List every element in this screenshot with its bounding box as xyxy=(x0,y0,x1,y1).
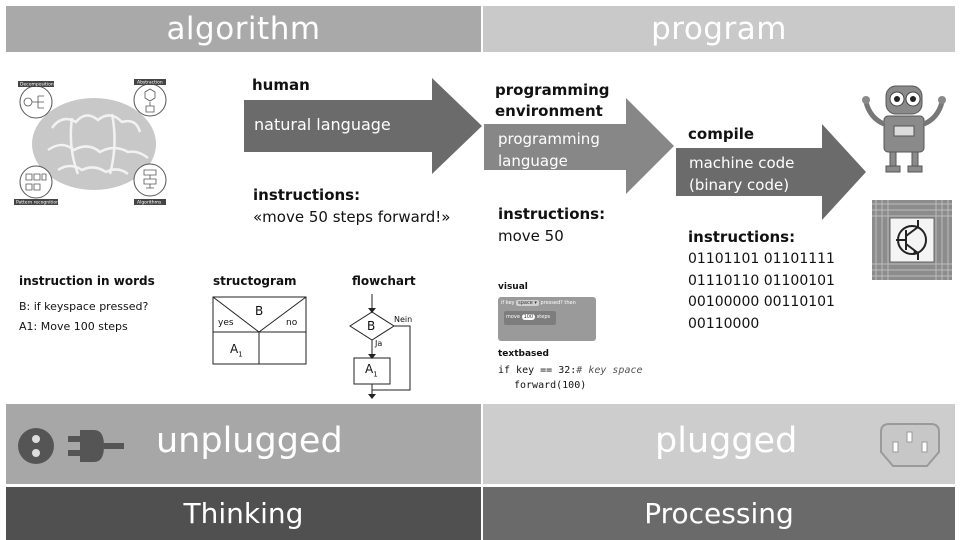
visual-if-block: if key space ▾ pressed? then move 100 st… xyxy=(498,297,596,341)
structogram-title: structogram xyxy=(213,274,297,288)
visual-key-word: key xyxy=(505,300,515,306)
visual-if-word: if xyxy=(501,300,505,306)
flowchart-diagram xyxy=(349,294,411,399)
flowchart-decision: B xyxy=(367,319,376,333)
structogram-condition: B xyxy=(255,304,264,318)
program-title: program xyxy=(651,11,787,47)
binary-line: 00110000 xyxy=(688,315,760,332)
compile-instructions-title: instructions: xyxy=(688,228,796,246)
processing-band: Processing xyxy=(483,487,955,540)
compile-title: compile xyxy=(688,125,755,143)
unplugged-band: unplugged xyxy=(6,404,481,484)
power-inlet-icon xyxy=(880,423,940,467)
plugged-label: plugged xyxy=(655,421,798,461)
two-pin-socket-icon xyxy=(18,428,54,464)
visual-move-value[interactable]: 100 xyxy=(521,314,536,320)
visual-space-dropdown[interactable]: space ▾ xyxy=(516,300,539,306)
visual-pressed-word: pressed? xyxy=(540,300,563,306)
environment-instructions-text: move 50 xyxy=(498,227,564,245)
flowchart-yes-label: Ja xyxy=(375,339,383,348)
words-line2: A1: Move 100 steps xyxy=(19,320,128,333)
robot-icon xyxy=(862,85,946,173)
textbased-line2: forward(100) xyxy=(514,380,587,391)
brain-label-decomposition: Decomposition xyxy=(20,82,54,88)
brain-label-algorithms: Algorithms xyxy=(137,200,162,206)
binary-line: 01101101 01101111 xyxy=(688,251,835,267)
visual-title: visual xyxy=(498,282,528,292)
human-instructions-text: «move 50 steps forward!» xyxy=(253,208,451,226)
structogram-action: A1 xyxy=(230,342,243,359)
visual-then-word: then xyxy=(564,300,576,306)
words-line1: B: if keyspace pressed? xyxy=(19,300,149,313)
binary-line: 00100000 00110101 xyxy=(688,294,835,310)
machine-code-arrow xyxy=(676,124,866,220)
plug-icon xyxy=(68,430,124,462)
programming-language-arrow xyxy=(484,98,674,194)
binary-line: 01110110 01100101 xyxy=(688,272,835,289)
human-instructions-title: instructions: xyxy=(253,186,361,204)
unplugged-label: unplugged xyxy=(156,421,343,461)
binary-code: 01101101 01101111 01110110 01100101 0010… xyxy=(688,249,835,335)
flowchart-title: flowchart xyxy=(352,274,416,288)
visual-move-block: move 100 steps xyxy=(504,311,556,325)
processing-label: Processing xyxy=(644,497,794,530)
brain-label-abstraction: Abstraction xyxy=(137,80,163,86)
algorithm-title: algorithm xyxy=(166,11,321,47)
environment-title: programming environment xyxy=(495,81,610,120)
algorithm-header: algorithm xyxy=(6,6,481,52)
program-header: program xyxy=(483,6,955,52)
brain-label-pattern: Pattern recognition xyxy=(16,200,59,206)
textbased-line1: if key == 32:# key space xyxy=(498,365,643,376)
words-title: instruction in words xyxy=(19,274,155,288)
plugged-band: plugged xyxy=(483,404,955,484)
chip-icon xyxy=(872,200,952,280)
natural-language-arrow xyxy=(244,78,482,174)
flowchart-no-label: Nein xyxy=(394,315,413,324)
structogram-yes: yes xyxy=(218,318,234,328)
environment-instructions-title: instructions: xyxy=(498,205,606,223)
flowchart-action: A1 xyxy=(365,362,378,379)
brain-icon: Decomposition Abstraction Pattern recogn… xyxy=(14,79,167,206)
natural-language-label: natural language xyxy=(254,115,391,134)
human-title: human xyxy=(252,76,310,94)
structogram-no: no xyxy=(286,318,298,328)
machine-code-label: machine code (binary code) xyxy=(689,154,795,194)
structogram-diagram xyxy=(212,296,307,365)
programming-language-label: programming language xyxy=(498,130,600,170)
thinking-band: Thinking xyxy=(6,487,481,540)
thinking-label: Thinking xyxy=(183,497,304,530)
textbased-title: textbased xyxy=(498,349,549,359)
